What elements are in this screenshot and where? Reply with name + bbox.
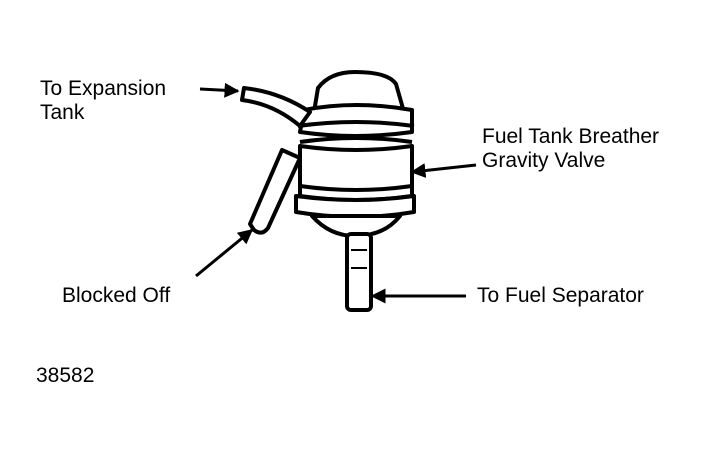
valve-flange — [294, 194, 416, 219]
valve-ring-1 — [297, 120, 415, 128]
valve-ring-2 — [299, 136, 413, 144]
gravity-valve-body — [240, 70, 416, 312]
outlet-stem — [345, 232, 373, 312]
expansion-pipe — [240, 86, 312, 128]
leader-arrows — [195, 82, 477, 304]
label-line: Gravity Valve — [482, 149, 606, 172]
valve-band — [299, 184, 413, 192]
label-to-expansion-tank: To Expansion Tank — [40, 77, 166, 125]
arrow-gravity — [410, 163, 477, 178]
blocked-pipe — [248, 148, 302, 235]
label-line: Fuel Tank Breather — [482, 125, 660, 148]
label-blocked-off: Blocked Off — [62, 284, 171, 307]
arrow-blocked — [195, 228, 254, 278]
valve-top-cap — [312, 70, 406, 114]
label-line: To Expansion — [40, 77, 167, 100]
figure-number: 38582 — [36, 364, 95, 387]
label-to-fuel-separator: To Fuel Separator — [477, 284, 644, 307]
label-fuel-tank-breather-gravity-valve: Fuel Tank Breather Gravity Valve — [482, 125, 659, 173]
arrow-expansion — [199, 82, 240, 98]
label-line: Tank — [40, 101, 85, 124]
